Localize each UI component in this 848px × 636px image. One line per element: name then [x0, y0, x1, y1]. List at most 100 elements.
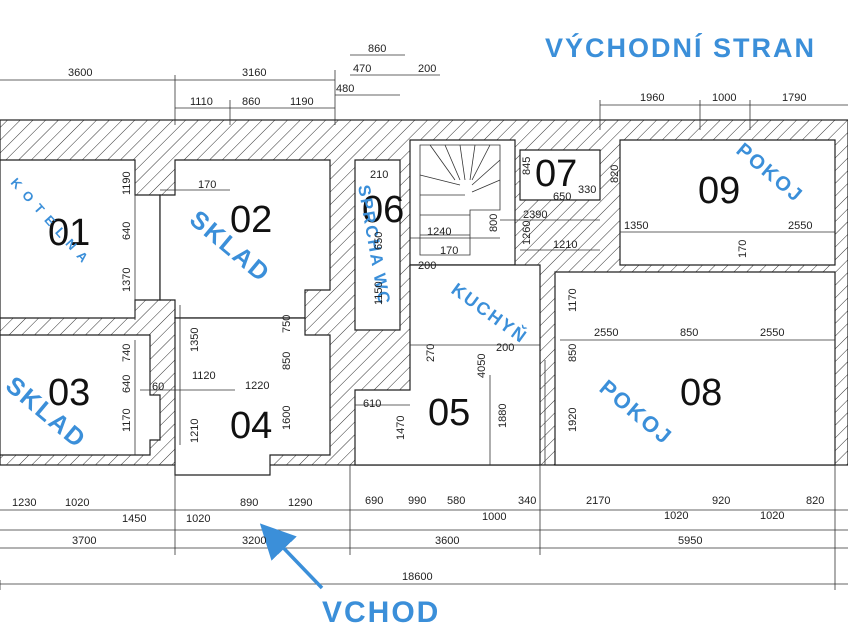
dim-label: 2550	[594, 327, 618, 339]
dim-label: 990	[408, 495, 426, 507]
dim-label: 2550	[760, 327, 784, 339]
dim-label: 820	[806, 495, 824, 507]
dim-label: 170	[440, 245, 458, 257]
dim-label: 200	[418, 63, 436, 75]
dim-label: 850	[680, 327, 698, 339]
dim-label: 200	[496, 342, 514, 354]
dim-label: 890	[240, 497, 258, 509]
dim-label: 920	[712, 495, 730, 507]
dim-label: 860	[368, 43, 386, 55]
room-04-floor	[174, 317, 331, 476]
dim-label: 340	[518, 495, 536, 507]
dim-label: 2390	[523, 209, 547, 221]
east-side-label: VÝCHODNÍ STRAN	[545, 32, 816, 63]
dim-label: 860	[242, 96, 260, 108]
dim-label: 1450	[122, 513, 146, 525]
dim-label: 3600	[435, 535, 459, 547]
dim-label: 1260	[521, 221, 533, 245]
dim-label: 1790	[782, 92, 806, 104]
dim-label: 1150	[373, 281, 385, 305]
dim-label: 580	[447, 495, 465, 507]
dim-label: 270	[425, 344, 437, 362]
entrance-arrow-icon	[259, 523, 324, 590]
dim-label: 200	[418, 260, 436, 272]
dim-label: 1880	[497, 404, 509, 428]
dim-label: 5950	[678, 535, 702, 547]
dim-label: 1190	[121, 171, 133, 195]
dim-label: 3160	[242, 67, 266, 79]
dim-label: 3700	[72, 535, 96, 547]
dim-label: 740	[121, 344, 133, 362]
dim-label: 1230	[12, 497, 36, 509]
dim-label: 1020	[760, 510, 784, 522]
dimension-labels-bottom: 1230 1020 1450 1020 890 1290 690 990 580…	[12, 495, 824, 583]
dim-label: 3200	[242, 535, 266, 547]
dimension-labels-interior: 1190 640 1370 170 740 640 1170 60 1120 1…	[121, 157, 812, 443]
room-number-07: 07	[535, 153, 577, 195]
dim-label: 1470	[395, 416, 407, 440]
dim-label: 1110	[190, 96, 213, 108]
dim-label: 3600	[68, 67, 92, 79]
room-number-09: 09	[698, 170, 740, 212]
dim-label: 170	[198, 179, 216, 191]
dim-label: 850	[567, 344, 579, 362]
entrance-label: VCHOD	[322, 596, 440, 629]
dim-label: 4050	[476, 354, 488, 378]
dim-label: 750	[281, 315, 293, 333]
dim-label: 1020	[186, 513, 210, 525]
room-number-08: 08	[680, 372, 722, 414]
dim-label: 1000	[482, 511, 506, 523]
dim-label: 650	[553, 191, 571, 203]
dim-label: 18600	[402, 571, 433, 583]
dim-label: 845	[521, 157, 533, 175]
dim-label: 1210	[553, 239, 577, 251]
room-05-floor	[354, 264, 541, 466]
dim-label: 1000	[712, 92, 736, 104]
dim-label: 800	[488, 214, 500, 232]
room-09-floor	[619, 139, 836, 266]
room-number-01: 01	[48, 212, 90, 254]
dim-label: 690	[365, 495, 383, 507]
room-interiors	[0, 139, 836, 476]
dim-label: 640	[121, 375, 133, 393]
dim-label: 820	[609, 165, 621, 183]
dim-label: 1170	[121, 408, 133, 432]
dim-label: 1600	[281, 406, 293, 430]
dim-label: 480	[336, 83, 354, 95]
room-03-floor	[0, 334, 161, 456]
dim-label: 1350	[189, 328, 201, 352]
dim-label: 1210	[189, 419, 201, 443]
room-07-floor	[519, 149, 601, 201]
dim-label: 640	[121, 222, 133, 240]
dim-label: 1290	[288, 497, 312, 509]
dim-label: 1350	[624, 220, 648, 232]
dim-label: 170	[737, 240, 749, 258]
dim-label: 210	[370, 169, 388, 181]
room-number-03: 03	[48, 372, 90, 414]
room-number-06: 06	[362, 189, 404, 231]
dim-label: 1220	[245, 380, 269, 392]
dim-label: 1240	[427, 226, 451, 238]
dim-label: 1920	[567, 408, 579, 432]
room-number-02: 02	[230, 199, 272, 241]
dimension-lines	[0, 54, 848, 590]
dim-label: 650	[373, 232, 385, 250]
dim-label: 1190	[290, 96, 314, 108]
dimension-labels-top: 3600 3160 1110 860 1190 480 860 470 200 …	[68, 43, 806, 108]
dim-label: 470	[353, 63, 371, 75]
dim-label: 610	[363, 398, 381, 410]
room-08-floor	[554, 271, 836, 466]
dim-label: 1120	[192, 370, 216, 382]
stair-hall-floor	[409, 139, 516, 266]
dim-label: 2170	[586, 495, 610, 507]
dim-label: 1370	[121, 268, 133, 292]
room-06-floor	[354, 159, 401, 331]
dim-label: 1960	[640, 92, 664, 104]
dim-label: 2550	[788, 220, 812, 232]
dim-label: 1170	[567, 288, 579, 312]
room-number-04: 04	[230, 405, 272, 447]
dim-label: 60	[152, 381, 164, 393]
room-number-05: 05	[428, 392, 470, 434]
staircase	[419, 144, 501, 256]
